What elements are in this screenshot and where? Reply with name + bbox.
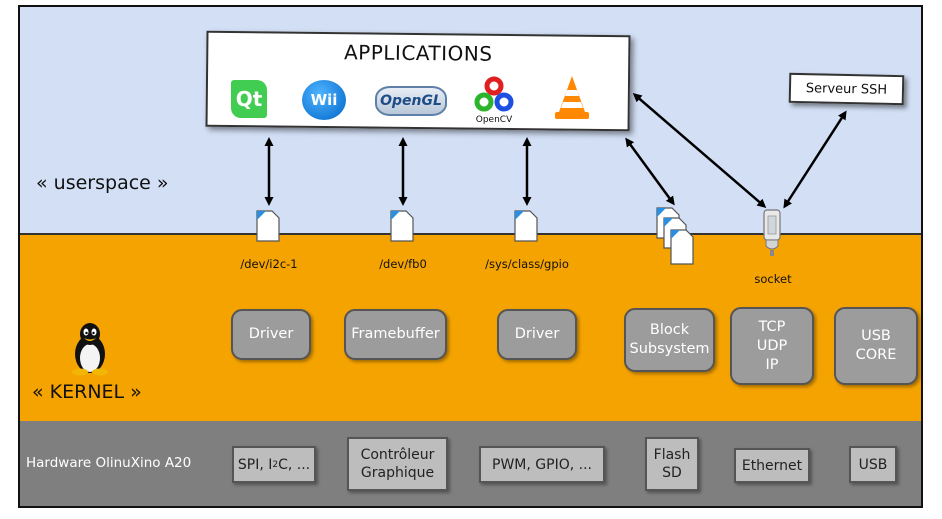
graphics-label: Graphique: [360, 465, 435, 481]
file-icon-fb0: [390, 210, 414, 242]
ethernet-label: Ethernet: [741, 457, 803, 474]
controller-label: Contrôleur: [360, 447, 435, 463]
block-label: Block: [649, 322, 690, 338]
driver-label: Driver: [514, 326, 560, 342]
ethernet-box: Ethernet: [734, 448, 810, 483]
driver-box-i2c: Driver: [231, 309, 311, 360]
opengl-logo-icon: OpenGL: [375, 86, 447, 116]
sd-label: SD: [662, 465, 682, 481]
files-stack-icon: [656, 207, 694, 265]
udp-label: UDP: [756, 337, 788, 354]
file-icon-gpio: [514, 210, 538, 242]
socket-label: socket: [754, 272, 792, 286]
graphics-controller-box: Contrôleur Graphique: [347, 437, 448, 491]
tcp-label: TCP: [758, 318, 786, 335]
spi-label: SPI, I: [237, 456, 273, 473]
socket-plug-icon: [763, 209, 781, 256]
file-icon-i2c: [256, 210, 280, 242]
flash-label: Flash: [653, 447, 691, 463]
usb-core-box: USB CORE: [834, 307, 918, 385]
usb-label: USB: [861, 328, 891, 344]
userspace-label: « userspace »: [36, 172, 169, 194]
driver-box-gpio: Driver: [497, 309, 577, 360]
tux-penguin-icon: [72, 323, 108, 376]
hardware-label: Hardware OlinuXino A20: [26, 455, 192, 471]
flash-sd-box: Flash SD: [645, 437, 699, 491]
core-label: CORE: [855, 347, 897, 363]
i2c-tail-label: C, ...: [278, 456, 311, 473]
kernel-label: « KERNEL »: [32, 381, 142, 403]
pwm-gpio-label: PWM, GPIO, ...: [492, 456, 592, 473]
arrow-socket-ssh: [783, 110, 847, 209]
diagram-frame: [18, 5, 923, 508]
opencv-label: OpenCV: [476, 115, 513, 125]
vlc-cone-icon: [555, 76, 589, 119]
framebuffer-label: Framebuffer: [351, 326, 440, 342]
block-subsystem-box: Block Subsystem: [624, 308, 715, 372]
usb-hw-label: USB: [858, 456, 888, 473]
dev-fb0-label: /dev/fb0: [379, 257, 427, 271]
framebuffer-box: Framebuffer: [344, 309, 447, 360]
sys-class-gpio-label: /sys/class/gpio: [485, 257, 569, 271]
qt-logo-icon: Qt: [231, 80, 267, 118]
ip-label: IP: [765, 356, 779, 373]
arrow-block: [625, 137, 675, 206]
dev-i2c-label: /dev/i2c-1: [240, 257, 298, 271]
arrow-socket-apps: [632, 93, 767, 208]
opencv-logo-icon: OpenCV: [474, 76, 514, 125]
wii-logo-icon: Wii: [302, 80, 346, 120]
subsystem-label: Subsystem: [629, 341, 710, 357]
pwm-gpio-box: PWM, GPIO, ...: [479, 446, 605, 483]
usb-box: USB: [849, 446, 897, 483]
driver-label: Driver: [248, 326, 294, 342]
tcp-udp-ip-box: TCP UDP IP: [730, 307, 814, 385]
